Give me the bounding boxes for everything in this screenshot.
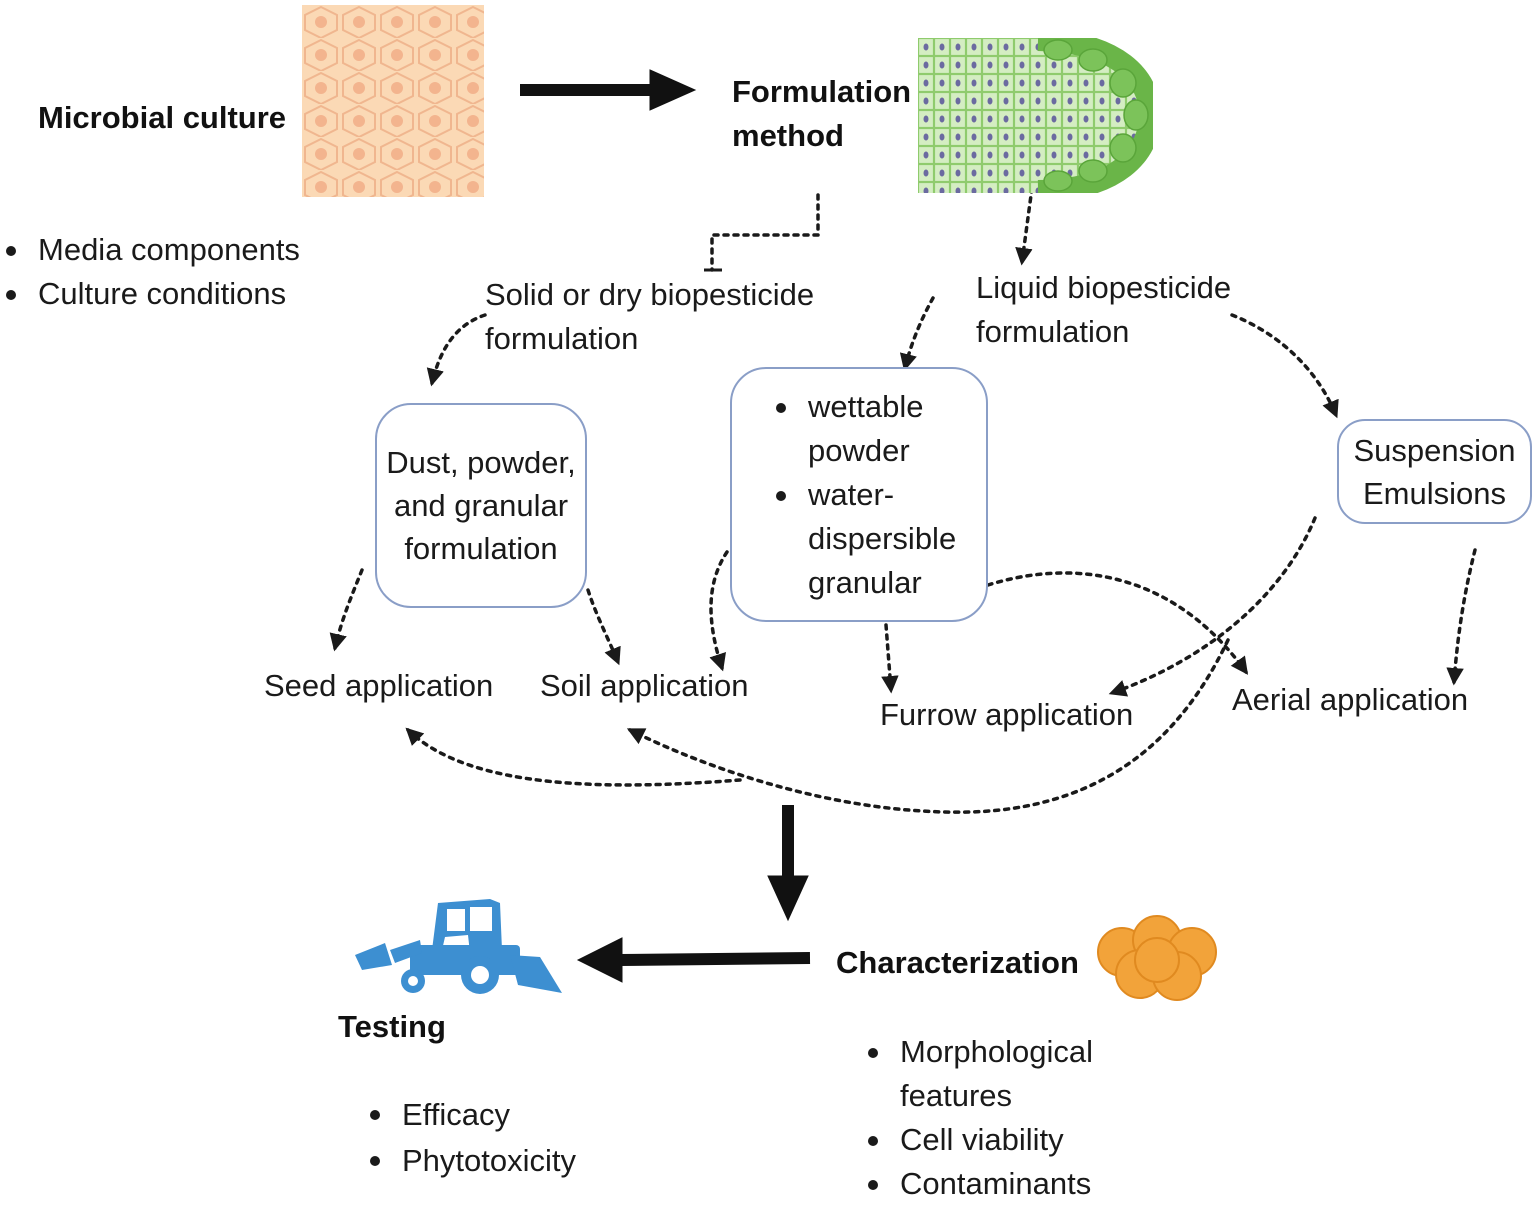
list-item: Culture conditions xyxy=(4,272,300,316)
list-item: water- dispersible granular xyxy=(774,473,956,605)
solid-formulation-label-line1: Solid or dry biopesticide xyxy=(485,277,815,312)
microbial-culture-title: Microbial culture xyxy=(38,100,287,135)
dust-box-text: Dust, powder, and granular formulation xyxy=(386,445,576,566)
dust-to-seed-connector xyxy=(329,568,364,652)
wettable-to-aerial-connector xyxy=(986,571,1249,675)
list-item: Morphological features xyxy=(866,1030,1093,1118)
dotted-arrows xyxy=(329,186,1477,814)
list-item: Cell viability xyxy=(866,1118,1093,1162)
list-item: Contaminants xyxy=(866,1162,1093,1206)
soil-application-label: Soil application xyxy=(540,668,749,703)
suspension-emulsions-box: Suspension Emulsions xyxy=(1337,419,1532,524)
liquid-to-wettable-connector xyxy=(899,296,935,372)
characterization-list: Morphological features Cell viability Co… xyxy=(866,1030,1093,1206)
formulation-to-solid-connector xyxy=(710,193,820,272)
list-item: wettable powder xyxy=(774,385,956,473)
aerial-to-soil-connector xyxy=(626,638,1230,814)
list-item: Media components xyxy=(4,228,300,272)
suspension-box-text: Suspension Emulsions xyxy=(1353,432,1516,511)
wettable-powder-box: wettable powder water- dispersible granu… xyxy=(730,367,988,622)
characterization-title: Characterization xyxy=(836,945,1079,980)
colony-icon xyxy=(1097,915,1217,1001)
testing-title: Testing xyxy=(338,1009,446,1044)
dust-powder-granular-box: Dust, powder, and granular formulation xyxy=(375,403,587,608)
loop-to-seed-connector xyxy=(405,727,742,787)
testing-list: Efficacy Phytotoxicity xyxy=(368,1092,576,1184)
microbial-culture-list: Media components Culture conditions xyxy=(4,228,300,316)
solid-formulation-label-line2: formulation xyxy=(485,321,639,356)
culture-to-formulation-arrowhead xyxy=(649,69,697,111)
characterization-to-testing-arrow xyxy=(619,952,811,966)
characterization-to-testing-arrowhead xyxy=(576,937,623,983)
wettable-to-furrow-connector xyxy=(881,623,899,694)
liquid-formulation-label-line2: formulation xyxy=(976,314,1130,349)
solid-arrows xyxy=(520,69,811,983)
liquid-to-suspension-connector xyxy=(1230,313,1339,419)
plant-tissue-icon xyxy=(918,38,1153,193)
suspension-to-aerial-connector xyxy=(1446,548,1477,686)
dust-to-soil-connector xyxy=(586,588,621,666)
down-to-characterization-arrowhead xyxy=(767,875,809,922)
suspension-to-furrow-connector xyxy=(1108,516,1317,697)
tractor-icon xyxy=(355,899,562,994)
aerial-application-label: Aerial application xyxy=(1232,682,1469,717)
wettable-to-soil-connector xyxy=(709,550,729,672)
list-item: Phytotoxicity xyxy=(368,1138,576,1184)
list-item: Efficacy xyxy=(368,1092,576,1138)
liquid-formulation-label-line1: Liquid biopesticide xyxy=(976,270,1232,305)
seed-application-label: Seed application xyxy=(264,668,494,703)
wettable-box-list: wettable powder water- dispersible granu… xyxy=(774,385,956,605)
formulation-method-title-line2: method xyxy=(732,118,844,153)
furrow-application-label: Furrow application xyxy=(880,697,1134,732)
formulation-method-title-line1: Formulation xyxy=(732,74,912,109)
solid-to-dust-connector xyxy=(426,313,487,387)
microbial-culture-texture xyxy=(302,5,484,197)
formulation-to-liquid-connector xyxy=(1015,186,1034,266)
